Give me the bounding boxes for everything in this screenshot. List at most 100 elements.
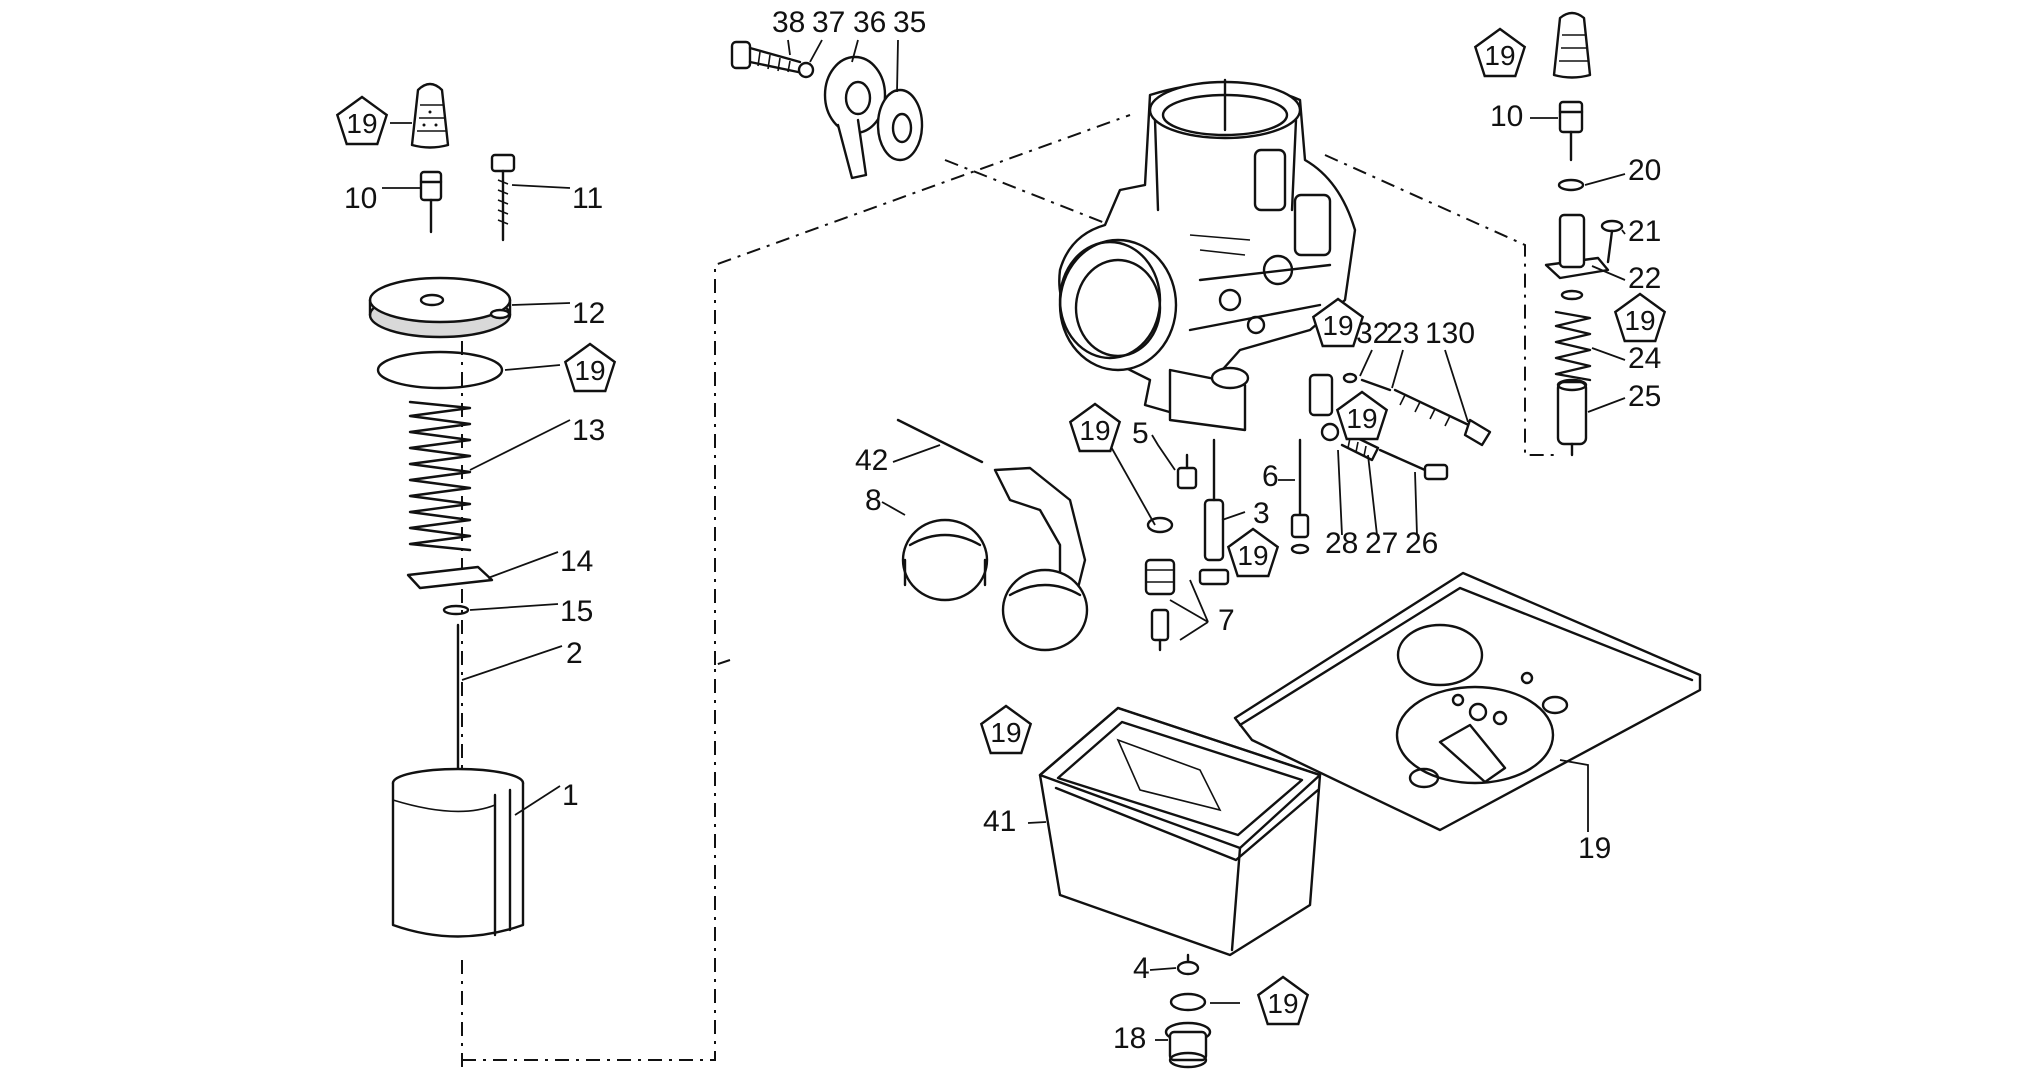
throttle-slide [391,767,525,938]
fuel-inlet-fitting [823,55,887,180]
pentagon-label: 19 [1322,310,1353,341]
cover-screw [490,153,516,242]
linkage-rod [896,418,984,464]
pentagon-label: 19 [1237,540,1268,571]
pentagon-shape [1311,297,1365,348]
drain-jet [1176,960,1200,976]
pentagon-label: 19 [1484,40,1515,71]
float-right [1001,568,1089,652]
cable-washer [1557,178,1585,192]
callout-c24: 24 [1628,342,1661,375]
choke-linkage [881,418,1089,652]
callout-c25: 25 [1628,380,1661,413]
callout-c6: 6 [1262,460,1279,493]
pentagon-shape [979,704,1033,755]
callout-c19big: 19 [1578,832,1611,865]
callout-c10a: 10 [344,182,377,215]
needle-retaining-plate [406,565,494,590]
slide-spring [408,400,472,552]
pentagon-shape [335,95,389,146]
starter-spring [1554,310,1592,382]
callout-c26: 26 [1405,527,1438,560]
callout-c14: 14 [560,545,593,578]
pentagon-label: 19 [1267,988,1298,1019]
pentagon-p4: 19 [1311,297,1365,348]
needle-clip [442,604,470,616]
pentagon-p8: 19 [1613,292,1667,343]
callout-c37: 37 [812,6,845,39]
pentagon-label: 19 [574,355,605,386]
callout-c41: 41 [983,805,1016,838]
pentagon-shape [1226,527,1280,578]
pentagon-shape [1473,27,1527,78]
starter-cable-assembly [1530,11,1626,457]
callout-c21: 21 [1628,215,1661,248]
slide-assembly [368,82,525,938]
starter-plunger [1342,372,1492,447]
main-jet-stack [1144,516,1176,652]
callout-c5: 5 [1132,417,1149,450]
callout-c22: 22 [1628,262,1661,295]
pentagon-label: 19 [1079,415,1110,446]
callout-c28: 28 [1325,527,1358,560]
callout-c27: 27 [1365,527,1398,560]
cap-screw-small [1600,219,1624,264]
pentagon-p1: 19 [335,95,389,146]
pentagon-label: 19 [346,108,377,139]
pentagon-p7: 19 [1473,27,1527,78]
rubber-boot-right [1552,11,1592,79]
pentagon-shape [1335,390,1389,441]
starter-plunger-valve [1556,378,1588,457]
jet-parts [1109,434,1310,652]
pentagon-p6: 19 [1226,527,1280,578]
pentagon-label: 19 [990,717,1021,748]
callout-c23: 23 [1386,317,1419,350]
carburetor-body [1058,78,1357,432]
pentagon-label: 19 [1346,403,1377,434]
callout-c13: 13 [572,414,605,447]
pentagon-p2: 19 [563,342,617,393]
pentagon-label: 19 [1624,305,1655,336]
callout-c130: 130 [1425,317,1475,350]
callout-c18: 18 [1113,1022,1146,1055]
sealing-washer [797,61,815,79]
air-screw [1290,438,1310,555]
leader-lines-left [382,122,571,816]
callout-c10b: 10 [1490,100,1523,133]
adjustment-screws [1320,349,1492,536]
callout-c8: 8 [865,484,882,517]
fitting-gasket [876,88,924,162]
callout-c2: 2 [566,637,583,670]
callout-c35: 35 [893,6,926,39]
needle-jet [1198,438,1230,586]
callout-c3: 3 [1253,497,1270,530]
float-left [901,518,989,602]
callout-c42: 42 [855,444,888,477]
float-bowl [1027,706,1322,957]
drain-washer [1169,992,1207,1012]
pentagon-shape [1256,975,1310,1026]
callout-c4: 4 [1133,952,1150,985]
drain-plug-parts [1149,953,1240,1069]
callout-c15: 15 [560,595,593,628]
pentagon-p5: 19 [1335,390,1389,441]
pentagon-p3: 19 [1068,402,1122,453]
gasket-kit-bag [1233,571,1702,832]
pentagon-p10: 19 [1256,975,1310,1026]
pentagon-shape [1613,292,1667,343]
callout-c20: 20 [1628,154,1661,187]
cover-gasket-ring [376,350,504,390]
callout-c7: 7 [1218,604,1235,637]
pilot-screw-assembly [1320,422,1449,481]
callout-c38: 38 [772,6,805,39]
callout-c12: 12 [572,297,605,330]
callout-c11: 11 [572,182,603,215]
cable-adjuster-left [419,170,443,234]
callout-c36: 36 [853,6,886,39]
pentagon-p9: 19 [979,704,1033,755]
reference-pentagons: 19 19 19 19 19 19 19 19 19 19 [335,27,1667,1026]
pentagon-shape [563,342,617,393]
